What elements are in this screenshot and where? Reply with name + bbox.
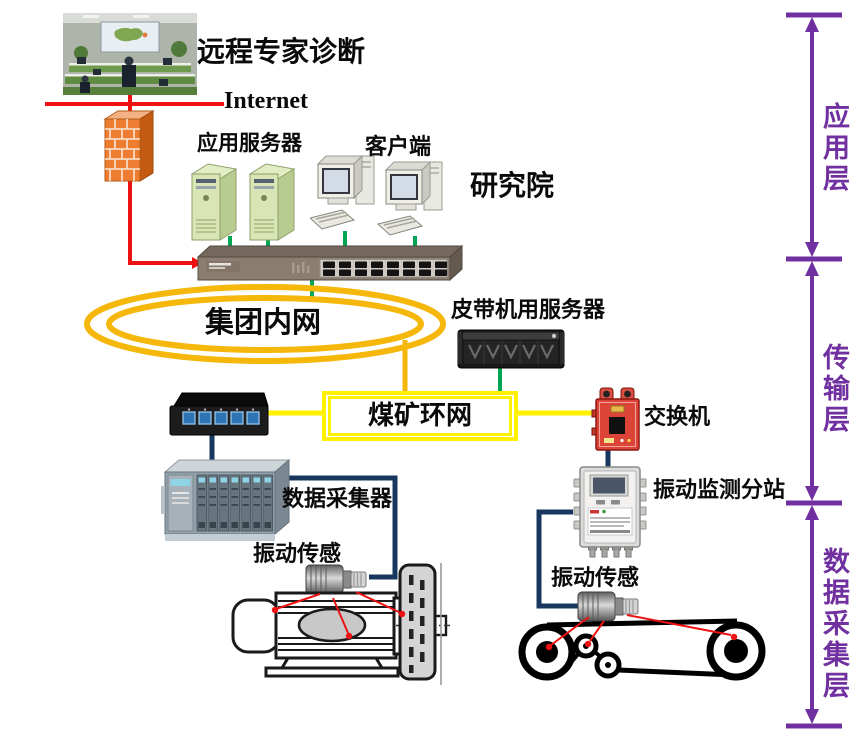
data-collector-label: 数据采集器 <box>282 486 393 511</box>
firewall-icon <box>103 110 155 182</box>
desktop-pc-icon <box>376 160 443 236</box>
vibration-sensor-icon <box>305 564 367 595</box>
access-switch-icon <box>169 392 269 436</box>
client-desktops <box>310 154 443 236</box>
application-servers <box>190 163 296 241</box>
data-collector-icon <box>161 458 291 541</box>
ethernet-switch-icon <box>196 244 464 282</box>
app-server-label: 应用服务器 <box>197 132 302 155</box>
belt-server-label: 皮带机用服务器 <box>451 297 606 322</box>
desktop-pc-icon <box>310 154 375 230</box>
switch-label: 交换机 <box>644 404 711 429</box>
layer-brackets <box>786 12 842 729</box>
vibration-sensor-left-label: 振动传感 <box>253 541 342 566</box>
vibration-sensor-right-label: 振动传感 <box>551 565 640 590</box>
rack-server-icon <box>457 329 565 369</box>
mine-ring-network-box: 煤矿环网 <box>322 391 518 441</box>
mine-ring-label: 煤矿环网 <box>367 400 472 431</box>
remote-diagnosis-label: 远程专家诊断 <box>197 36 366 67</box>
tower-server-icon <box>190 163 238 241</box>
mine-switch-icon <box>591 387 640 451</box>
tower-server-icon <box>248 163 296 241</box>
internet-label: Internet <box>224 88 308 114</box>
screen-structure-icon <box>398 563 442 685</box>
client-label: 客户端 <box>365 134 432 159</box>
institute-label: 研究院 <box>470 170 555 201</box>
vibration-substation-label: 振动监测分站 <box>653 477 786 502</box>
vibration-sensor-icon <box>577 591 639 622</box>
vibration-substation-icon <box>573 466 647 558</box>
layer-label-application: 应用层 <box>819 102 849 195</box>
group-intranet-label: 集团内网 <box>205 307 322 339</box>
layer-label-data-acquisition: 数据采集层 <box>819 547 849 702</box>
control-room-photo <box>63 13 197 95</box>
layer-label-transmission: 传输层 <box>819 343 849 436</box>
